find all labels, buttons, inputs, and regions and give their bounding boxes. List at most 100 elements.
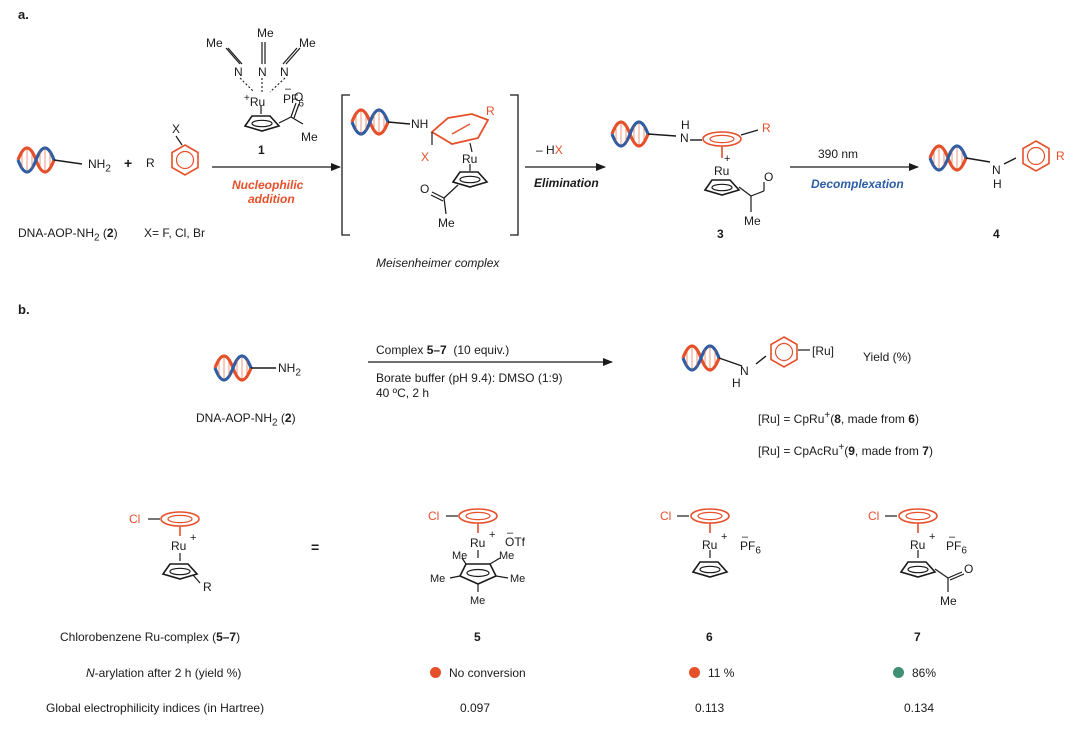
cat-acetyl-me: Me (301, 130, 318, 144)
plus-sign: + (124, 155, 133, 171)
ru-def-8: [Ru] = CpRu+(8, made from 6) (758, 410, 919, 426)
c7-cl: Cl (868, 509, 880, 523)
aryl-halide-ring (171, 144, 199, 176)
panel-b-label: b. (18, 302, 30, 317)
yield-label: Yield (%) (863, 350, 912, 364)
cat-ru: +Ru (244, 93, 266, 109)
start-name-b: DNA-AOP-NH2 (2) (196, 411, 296, 429)
index-6: 0.113 (695, 701, 725, 715)
bond (738, 186, 752, 197)
bond (1003, 157, 1017, 165)
p3-me: Me (744, 214, 761, 228)
generic-cp (162, 563, 198, 580)
c5-me-5: Me (470, 595, 486, 607)
generic-charge: + (190, 532, 197, 544)
bond-x (175, 135, 183, 146)
p4-r: R (1056, 149, 1065, 163)
p3-r: R (762, 121, 771, 135)
c7-anion: PF6 (946, 539, 967, 557)
wavelength: 390 nm (818, 147, 859, 161)
bond (647, 133, 677, 137)
complex-7-acetyl (934, 568, 965, 592)
index-7: 0.134 (904, 701, 935, 715)
c5-charge: + (489, 529, 496, 541)
catalyst-number: 1 (258, 143, 265, 157)
int-me: Me (438, 216, 455, 230)
index-5: 0.097 (460, 701, 491, 715)
bond (750, 190, 765, 197)
aryl-r: R (146, 156, 155, 170)
start-name-a: DNA-AOP-NH2 (2) (18, 226, 118, 244)
conditions-reagent: Complex 5–7 (10 equiv.) (376, 343, 510, 357)
complex-5-arene (458, 508, 498, 524)
c7-charge: + (929, 531, 936, 543)
cat-n-2: N (258, 65, 267, 79)
dna-strand-start-a (16, 146, 56, 174)
c5-me-2: Me (499, 550, 515, 562)
yield-text-7: 86% (912, 666, 937, 680)
row-label-yield: N-arylation after 2 h (yield %) (86, 666, 242, 680)
halide-list: X= F, Cl, Br (144, 226, 206, 240)
prod-b-h: H (732, 376, 741, 390)
yield-dot-6 (689, 667, 700, 678)
product-b-ring (770, 336, 798, 368)
row-label-complex: Chlorobenzene Ru-complex (5–7) (60, 630, 241, 644)
int-o: O (420, 182, 430, 196)
panel-a-label: a. (18, 7, 29, 22)
amine-label-b: NH2 (278, 361, 301, 379)
generic-cl: Cl (129, 512, 141, 526)
p3-o: O (764, 170, 774, 184)
c6-charge: + (721, 531, 728, 543)
c5-me-3: Me (430, 573, 446, 585)
conditions-solvent: Borate buffer (pH 9.4): DMSO (1:9) (376, 371, 563, 385)
cat-me-3: Me (299, 36, 316, 50)
dna-strand-3 (610, 120, 650, 148)
int-r: R (486, 104, 495, 118)
c6-anion: PF6 (740, 539, 761, 557)
int-ru: Ru (462, 152, 478, 166)
c7-me: Me (940, 594, 957, 608)
generic-r: R (203, 580, 212, 594)
product-4-number: 4 (993, 227, 1000, 241)
row-label-index: Global electrophilicity indices (in Hart… (46, 701, 265, 715)
cat-anion-charge: – (285, 83, 292, 95)
bond (755, 355, 767, 365)
p3-ru: Ru (714, 164, 730, 178)
product-3-cp (704, 179, 740, 196)
prod-b-n: N (740, 364, 749, 378)
c6-anion-charge: – (742, 531, 749, 543)
minus-hx: – HX (536, 143, 563, 157)
meisenheimer-ring (430, 113, 490, 215)
c5-cl: Cl (428, 509, 440, 523)
amine-label-a: NH2 (88, 157, 111, 175)
equals-sign: = (311, 539, 320, 555)
bond (718, 357, 743, 367)
c6-ru: Ru (702, 538, 718, 552)
cat-o: O (294, 90, 304, 104)
step2-label: Elimination (534, 176, 599, 190)
cat-n-3: N (280, 65, 289, 79)
cat-n-1: N (234, 65, 243, 79)
ru-def-9: [Ru] = CpAcRu+(9, made from 7) (758, 442, 933, 458)
col-number-7: 7 (914, 630, 921, 644)
complex-5-cpstar (449, 557, 509, 592)
complex-6-arene (690, 508, 730, 524)
product-4-ring (1022, 140, 1050, 172)
c5-ru: Ru (470, 536, 486, 550)
bond (387, 121, 411, 125)
yield-dot-7 (893, 667, 904, 678)
dna-strand-b (213, 354, 253, 382)
c5-anion-charge: – (507, 527, 514, 539)
bond (53, 159, 83, 165)
product-3-number: 3 (717, 227, 724, 241)
product-3-ring (702, 131, 742, 147)
cat-anion: PF6 (283, 92, 304, 110)
bond (965, 157, 991, 163)
dna-strand-intermediate (350, 108, 390, 136)
int-x: X (421, 150, 430, 164)
c6-cl: Cl (660, 509, 672, 523)
p4-n: N (992, 163, 1001, 177)
col-number-6: 6 (706, 630, 713, 644)
p3-charge: + (724, 153, 731, 165)
